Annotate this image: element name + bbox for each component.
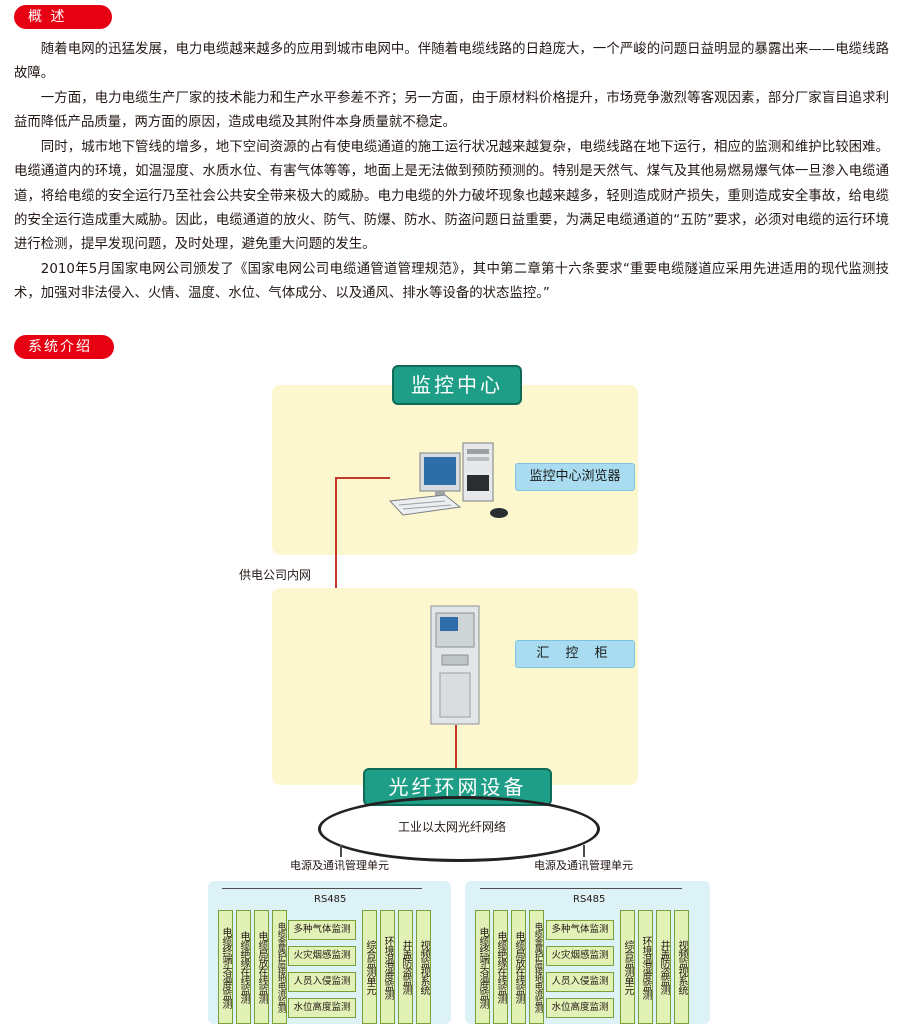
right-hbox-1: 多种气体监测 (546, 920, 614, 940)
left-unit-title: 电源及通讯管理单元 (290, 859, 389, 872)
right-hbox-3: 人员入侵监测 (546, 972, 614, 992)
ring-label: 工业以太网光纤网络 (398, 820, 507, 834)
fiber-ring (318, 796, 600, 862)
right-vbox-a-4: 电缆金属护层接地电流监测 (529, 910, 544, 1024)
intranet-label: 供电公司内网 (239, 568, 312, 582)
section-title-system: 系统介绍 (14, 335, 114, 359)
right-vbox-a-2: 电缆绝缘在线监测 (493, 910, 508, 1024)
left-vbox-b-1: 综合监测单元 (362, 910, 377, 1024)
monitor-center-title: 监控中心 (392, 365, 522, 405)
paragraph-2: 一方面，电力电缆生产厂家的技术能力和生产水平参差不齐；另一方面，由于原材料价格提… (14, 91, 889, 131)
right-hbox-4: 水位高度监测 (546, 998, 614, 1018)
ring-to-right-unit (583, 845, 585, 857)
browser-label-box: 监控中心浏览器 (515, 463, 635, 491)
left-hbox-3: 人员入侵监测 (288, 972, 356, 992)
paragraph-4: 2010年5月国家电网公司颁发了《国家电网公司电缆通管道管理规范》，其中第二章第… (14, 262, 889, 302)
cabinet-to-device-link (455, 725, 457, 770)
left-vbox-b-3: 井盖防盗监测 (398, 910, 413, 1024)
right-unit-bus-label: RS485 (573, 894, 606, 905)
right-bus-line (480, 888, 682, 889)
right-vbox-a-1: 电缆终端头温度监测 (475, 910, 490, 1024)
left-bus-line (222, 888, 422, 889)
left-vbox-b-4: 视频监视系统 (416, 910, 431, 1024)
left-unit-bus-label: RS485 (314, 894, 347, 905)
right-hbox-2: 火灾烟感监测 (546, 946, 614, 966)
left-hbox-1: 多种气体监测 (288, 920, 356, 940)
ring-to-left-unit (340, 845, 342, 857)
paragraph-3: 同时，城市地下管线的增多，地下空间资源的占有使电缆通道的施工运行状况越来越复杂，… (14, 140, 889, 253)
left-vbox-a-3: 电缆局放在线监测 (254, 910, 269, 1024)
right-vbox-b-3: 井盖防盗监测 (656, 910, 671, 1024)
cabinet-icon (430, 605, 480, 725)
left-vbox-a-1: 电缆终端头温度监测 (218, 910, 233, 1024)
left-vbox-a-4: 电缆金属护层接地电流监测 (272, 910, 287, 1024)
paragraph-1: 随着电网的迅猛发展，电力电缆越来越多的应用到城市电网中。伴随着电缆线路的日趋庞大… (14, 42, 889, 82)
right-vbox-a-3: 电缆局放在线监测 (511, 910, 526, 1024)
right-vbox-b-2: 环境温湿度监测 (638, 910, 653, 1024)
left-hbox-2: 火灾烟感监测 (288, 946, 356, 966)
left-vbox-a-2: 电缆绝缘在线监测 (236, 910, 251, 1024)
computer-icon (388, 442, 508, 518)
right-vbox-b-1: 综合监测单元 (620, 910, 635, 1024)
section-title-overview: 概 述 (14, 5, 112, 29)
left-hbox-4: 水位高度监测 (288, 998, 356, 1018)
cabinet-label-box: 汇 控 柜 (515, 640, 635, 668)
intranet-link-top (335, 477, 390, 479)
left-vbox-b-2: 环境温湿度监测 (380, 910, 395, 1024)
right-vbox-b-4: 视频监视系统 (674, 910, 689, 1024)
right-unit-title: 电源及通讯管理单元 (534, 859, 633, 872)
